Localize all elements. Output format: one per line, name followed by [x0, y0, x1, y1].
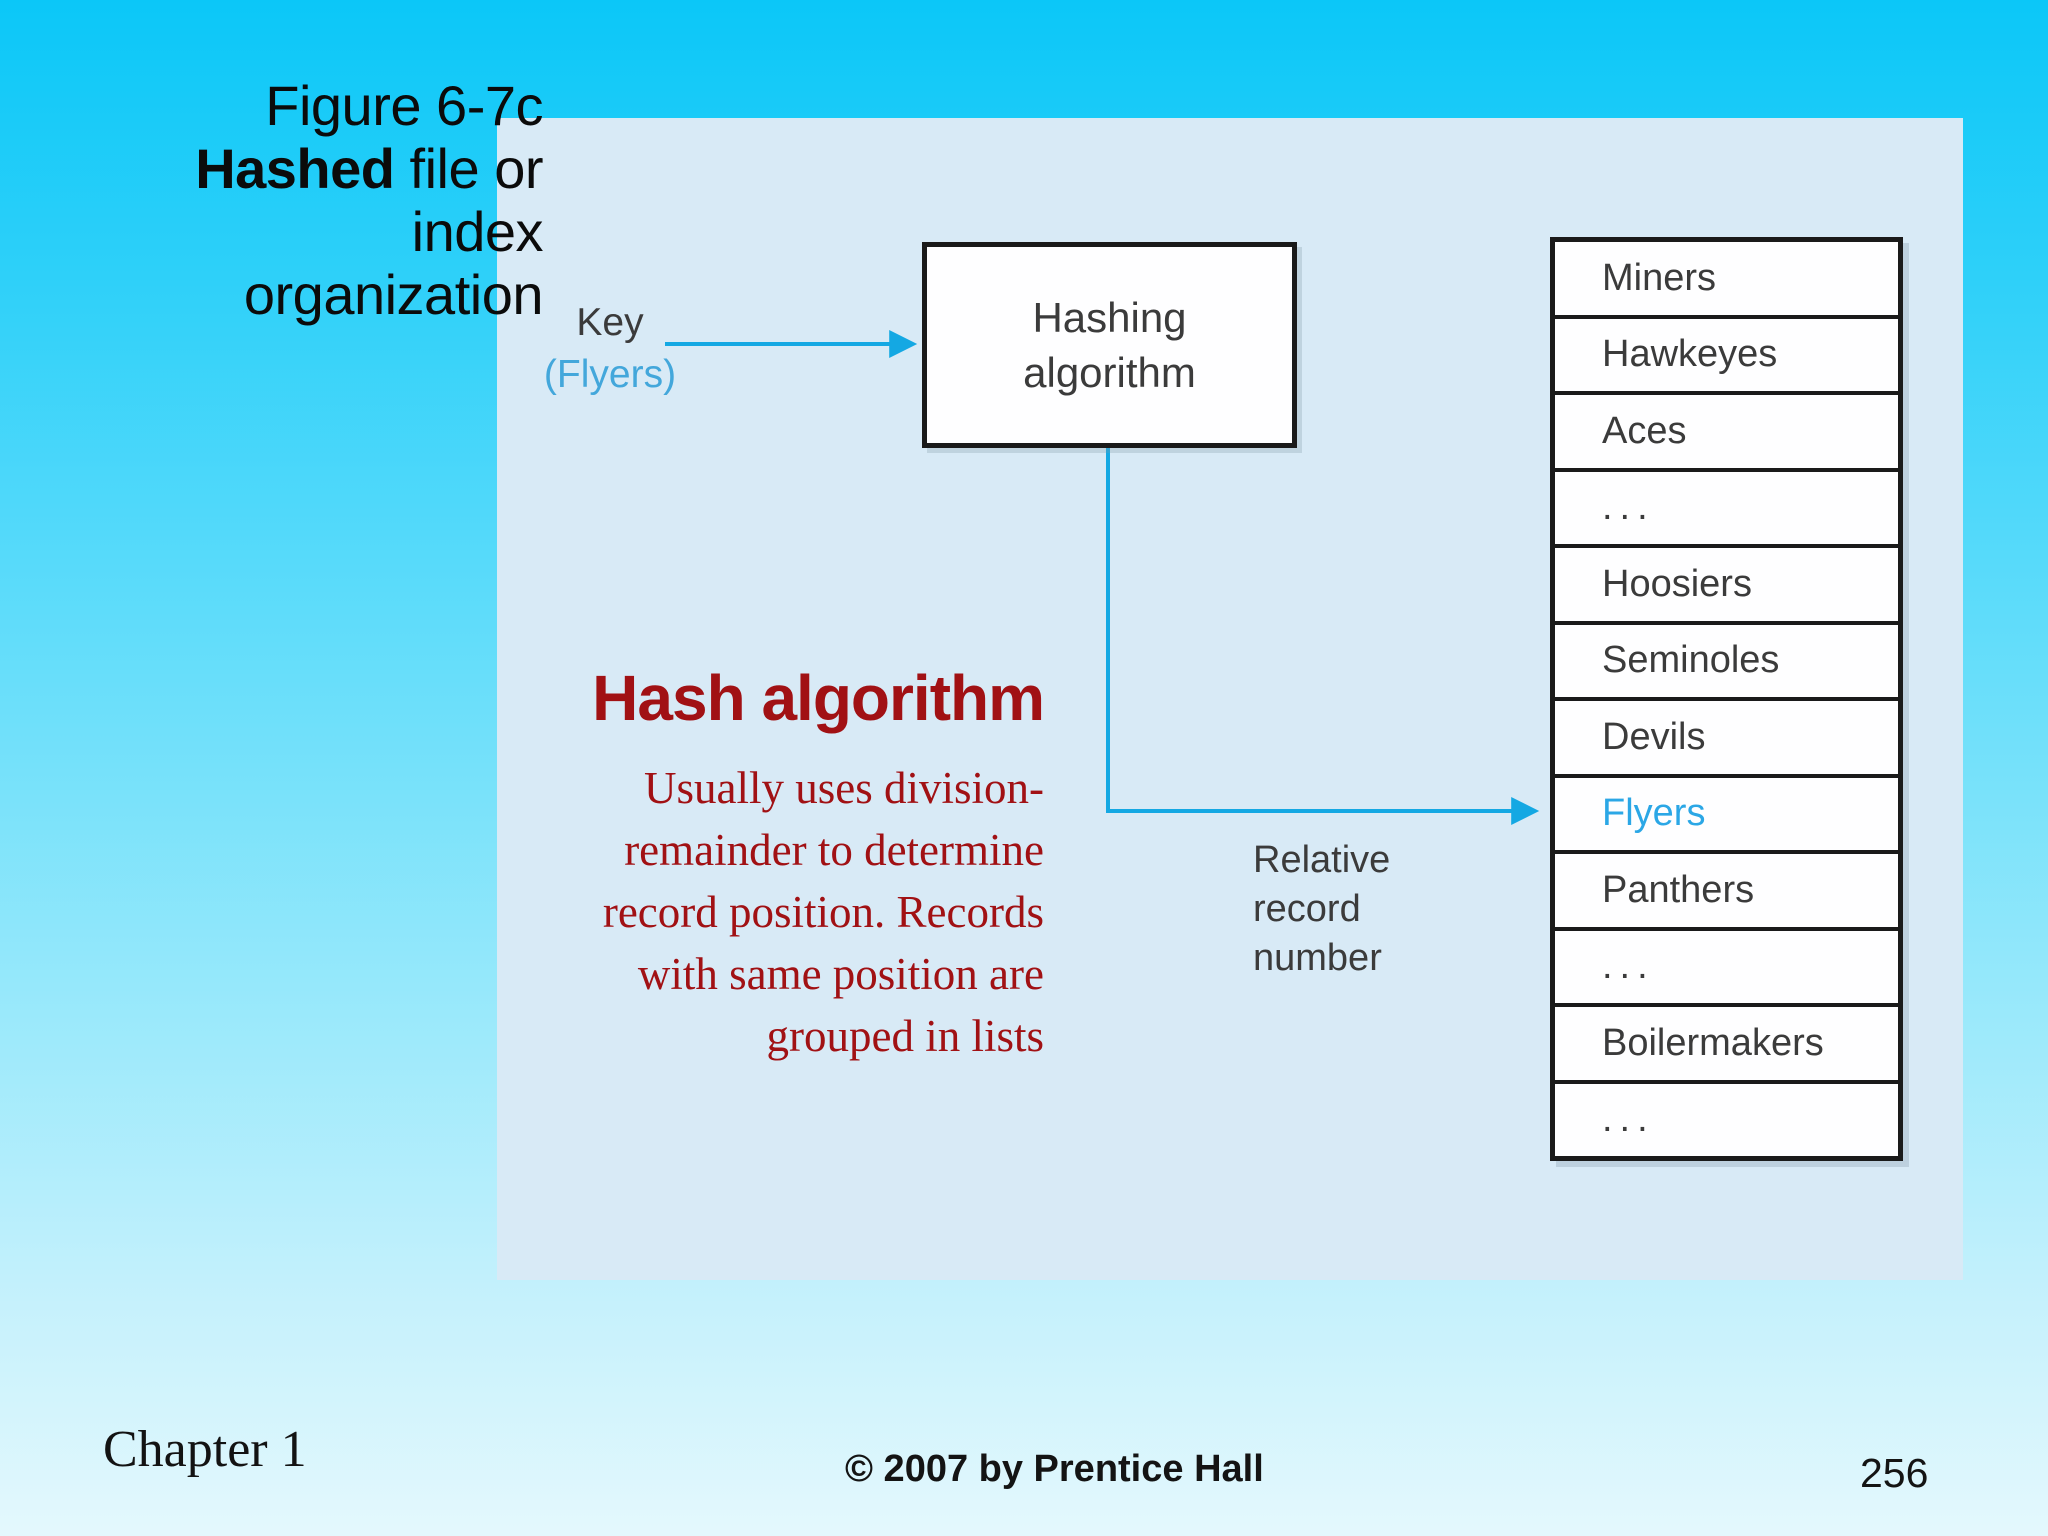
relative-record-number-line3: number: [1253, 937, 1382, 979]
table-row-label: Panthers: [1602, 868, 1755, 911]
hash-algorithm-note: Hash algorithm Usually uses division-rem…: [396, 655, 1045, 1067]
hashing-algorithm-box-line2: algorithm: [1023, 349, 1196, 396]
hash-algorithm-body-line: record position. Records: [602, 887, 1044, 937]
figure-title-line2: Hashed file or: [85, 137, 543, 200]
table-row: ...: [1555, 926, 1898, 1003]
figure-title-bold-word: Hashed: [195, 137, 395, 200]
relative-record-number-label: Relative record number: [1253, 836, 1390, 983]
hash-algorithm-body-line: remainder to determine: [624, 825, 1044, 875]
figure-title-line4: organization: [243, 263, 544, 326]
hash-algorithm-body-line: with same position are: [637, 949, 1044, 999]
figure-title-line2-rest: file or: [394, 137, 544, 200]
table-row-label: ...: [1602, 945, 1655, 988]
key-label: Key (Flyers): [520, 297, 700, 401]
table-row: Boilermakers: [1555, 1003, 1898, 1080]
hash-algorithm-body-line: Usually uses division-: [644, 763, 1044, 813]
table-row-label: Aces: [1602, 409, 1687, 452]
table-row: Aces: [1555, 391, 1898, 468]
table-row: Panthers: [1555, 850, 1898, 927]
hashing-algorithm-box: Hashing algorithm: [922, 242, 1297, 448]
table-row-label: Hoosiers: [1602, 562, 1752, 605]
hash-algorithm-body-line: grouped in lists: [766, 1011, 1045, 1061]
relative-record-number-line2: record: [1253, 888, 1361, 930]
record-table: Miners Hawkeyes Aces ... Hoosiers Semino…: [1550, 237, 1903, 1161]
table-row: Miners: [1555, 242, 1898, 315]
table-row-label: Flyers: [1602, 792, 1706, 835]
hashing-algorithm-box-line1: Hashing: [1032, 294, 1187, 341]
table-row-label: Hawkeyes: [1602, 333, 1778, 376]
relative-record-number-line1: Relative: [1253, 839, 1391, 881]
key-value-text: (Flyers): [543, 353, 677, 396]
table-row-label: Seminoles: [1602, 639, 1780, 682]
figure-title-line3: index: [411, 200, 544, 263]
hash-algorithm-heading: Hash algorithm: [592, 662, 1045, 734]
figure-title-line1: Figure 6-7c: [265, 74, 543, 137]
table-row: Hawkeyes: [1555, 314, 1898, 391]
table-row: Hoosiers: [1555, 544, 1898, 621]
footer-copyright: © 2007 by Prentice Hall: [845, 1448, 1264, 1490]
table-row: ...: [1555, 1079, 1898, 1156]
table-row-label: Devils: [1602, 715, 1706, 758]
figure-title: Figure 6-7c Hashed file or index organiz…: [85, 74, 543, 326]
table-row-label: Miners: [1602, 256, 1717, 299]
key-label-text: Key: [576, 301, 644, 344]
table-row: ...: [1555, 467, 1898, 544]
footer-page-number: 256: [1860, 1450, 1929, 1496]
table-row-label: Boilermakers: [1602, 1021, 1824, 1064]
table-row: Devils: [1555, 697, 1898, 774]
table-row-label: ...: [1602, 1098, 1655, 1141]
table-row: Flyers: [1555, 773, 1898, 850]
table-row: Seminoles: [1555, 620, 1898, 697]
hash-algorithm-body: Usually uses division-remainder to deter…: [396, 757, 1044, 1067]
footer-chapter: Chapter 1: [103, 1421, 307, 1478]
table-row-label: ...: [1602, 486, 1655, 529]
